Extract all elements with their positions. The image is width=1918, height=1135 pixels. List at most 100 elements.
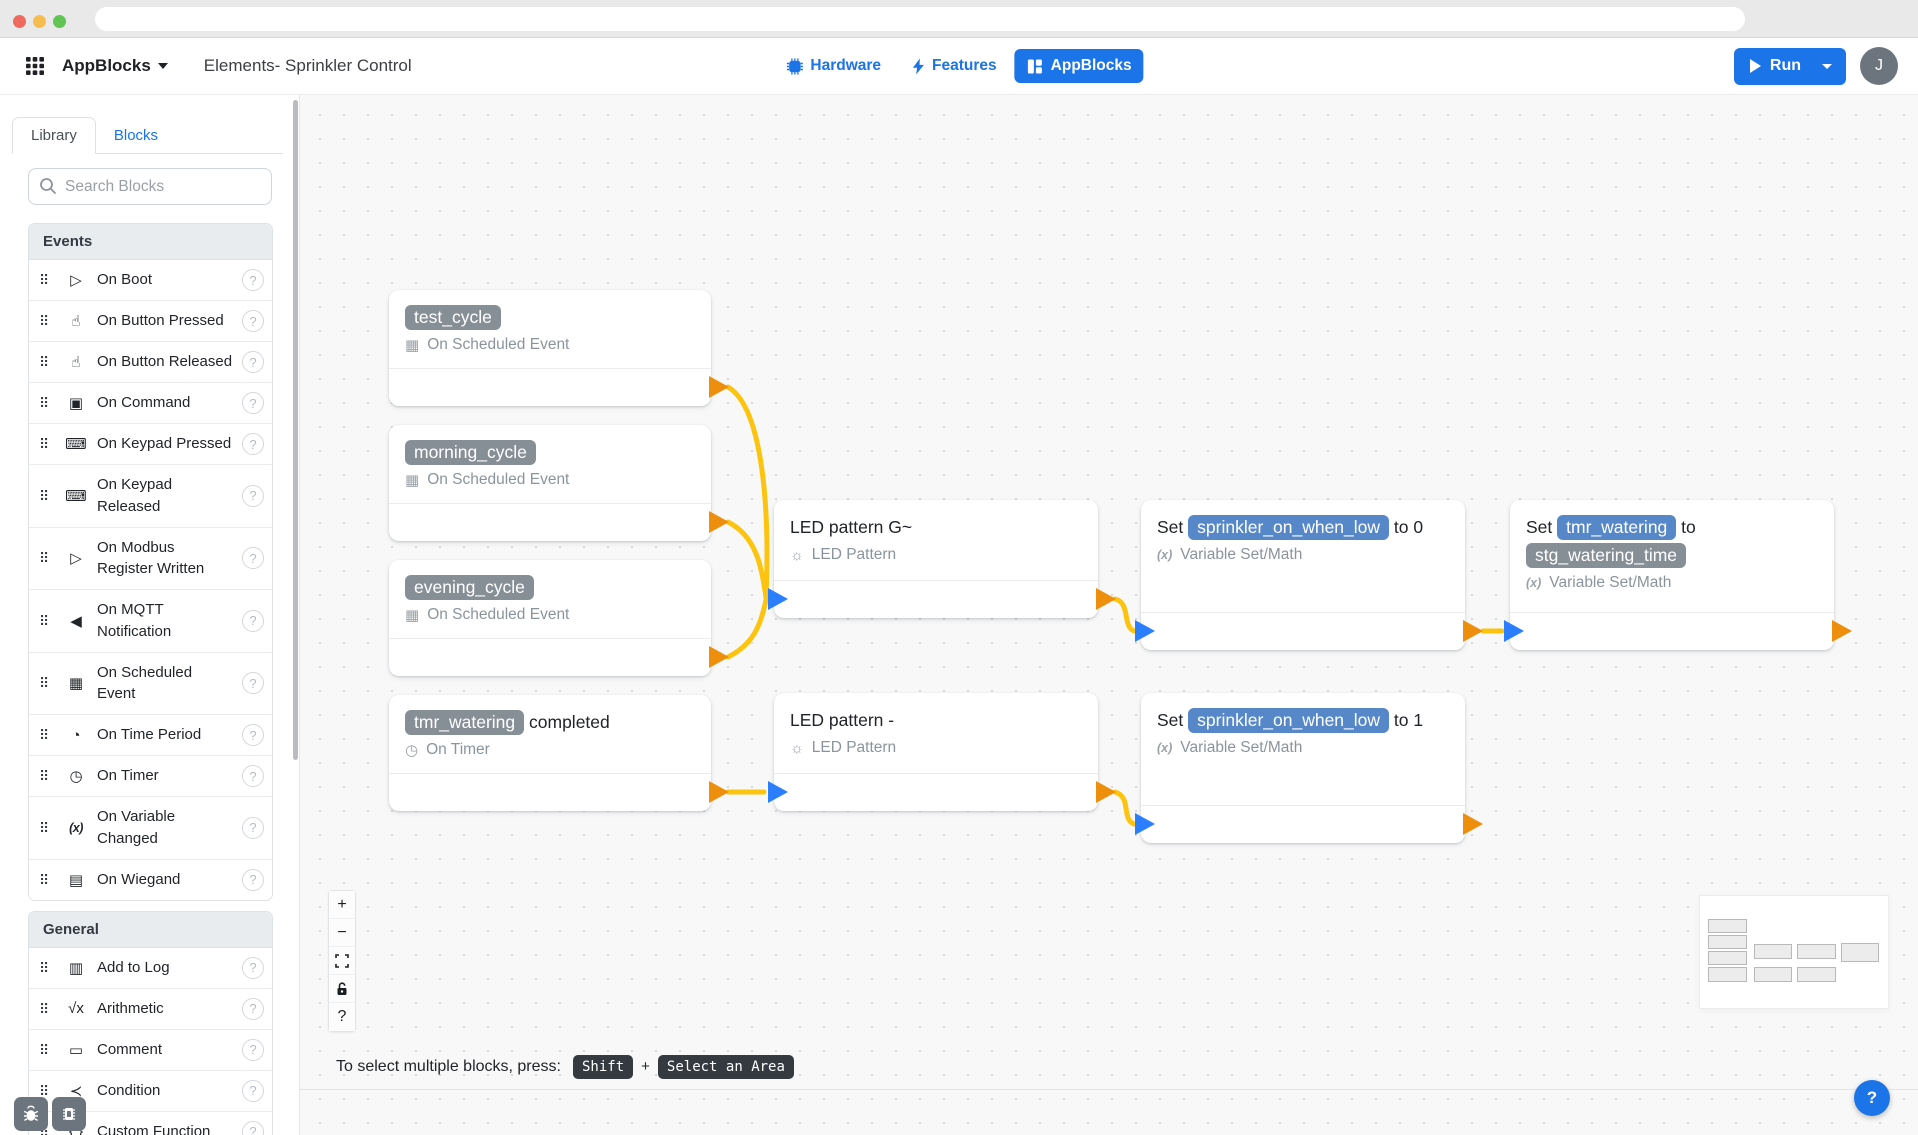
drag-handle-icon[interactable]: ⠿ [39,959,49,976]
block-evening-cycle[interactable]: evening_cycle▦On Scheduled Event [389,560,729,676]
minimap[interactable] [1700,896,1888,1008]
lock-button[interactable] [329,975,355,1003]
library-item-on-command[interactable]: ⠿▣On Command? [29,383,272,424]
item-help-icon[interactable]: ? [242,609,264,632]
zoom-in-button[interactable]: + [329,891,355,919]
drag-handle-icon[interactable]: ⠿ [39,395,49,411]
item-help-icon[interactable]: ? [242,765,264,787]
input-port-arrow-icon[interactable] [768,781,788,803]
item-help-icon[interactable]: ? [242,310,264,332]
item-help-icon[interactable]: ? [242,484,264,507]
nav-hardware[interactable]: Hardware [774,49,893,83]
sidebar-scrollbar[interactable] [293,100,298,760]
item-help-icon[interactable]: ? [242,269,264,291]
tab-blocks[interactable]: Blocks [96,118,176,153]
window-minimize-button[interactable] [33,15,46,28]
search-input[interactable] [28,168,272,205]
library-item-on-button-released[interactable]: ⠿☝On Button Released? [29,342,272,383]
drag-handle-icon[interactable]: ⠿ [39,768,49,784]
drag-handle-icon[interactable]: ⠿ [39,550,49,567]
variable-pill[interactable]: sprinkler_on_when_low [1188,515,1390,541]
library-item-add-to-log[interactable]: ⠿▥Add to Log? [29,947,272,989]
item-help-icon[interactable]: ? [242,724,264,746]
library-item-on-scheduled-event[interactable]: ⠿▦On Scheduled Event? [29,652,272,715]
canvas-help-button[interactable]: ? [329,1003,355,1031]
drag-handle-icon[interactable]: ⠿ [39,1000,49,1017]
app-grid-menu-button[interactable] [22,53,48,79]
library-item-on-button-pressed[interactable]: ⠿☝On Button Pressed? [29,301,272,342]
output-port-arrow-icon[interactable] [709,781,729,803]
library-item-comment[interactable]: ⠿▭Comment? [29,1029,272,1071]
block-led-pattern-g[interactable]: LED pattern G~☼LED Pattern [768,500,1116,618]
tab-library[interactable]: Library [12,117,96,154]
output-port-arrow-icon[interactable] [1463,620,1483,642]
zoom-out-button[interactable]: − [329,919,355,947]
run-dropdown-caret-icon[interactable] [1822,63,1832,69]
library-item-on-keypad-pressed[interactable]: ⠿⌨On Keypad Pressed? [29,424,272,465]
variable-pill[interactable]: tmr_watering [405,710,525,736]
nav-features[interactable]: Features [899,49,1009,83]
item-help-icon[interactable]: ? [242,433,264,455]
variable-pill[interactable]: stg_watering_time [1526,543,1687,569]
help-button[interactable]: ? [1854,1080,1890,1116]
variable-pill[interactable]: test_cycle [405,305,501,331]
drag-handle-icon[interactable]: ⠿ [39,727,49,743]
drag-handle-icon[interactable]: ⠿ [39,313,49,329]
library-item-on-keypad-released[interactable]: ⠿⌨On Keypad Released? [29,465,272,528]
block-morning-cycle[interactable]: morning_cycle▦On Scheduled Event [389,425,729,541]
drag-handle-icon[interactable]: ⠿ [39,675,49,692]
drag-handle-icon[interactable]: ⠿ [39,1082,49,1099]
drag-handle-icon[interactable]: ⠿ [39,1041,49,1058]
drag-handle-icon[interactable]: ⠿ [39,272,49,288]
item-help-icon[interactable]: ? [242,351,264,373]
output-port-arrow-icon[interactable] [1096,781,1116,803]
nav-appblocks[interactable]: AppBlocks [1014,49,1144,83]
library-item-on-timer[interactable]: ⠿◷On Timer? [29,756,272,797]
item-help-icon[interactable]: ? [242,997,264,1020]
item-help-icon[interactable]: ? [242,392,264,414]
url-bar[interactable] [95,7,1745,31]
output-port-arrow-icon[interactable] [709,511,729,533]
appblocks-menu[interactable]: AppBlocks [62,56,168,76]
drag-handle-icon[interactable]: ⠿ [39,487,49,504]
library-item-on-time-period[interactable]: ⠿◔On Time Period? [29,715,272,756]
user-avatar[interactable]: J [1860,47,1898,85]
output-port-arrow-icon[interactable] [709,646,729,668]
block-set-sprinkler-1[interactable]: Set sprinkler_on_when_low to 1(x)Variabl… [1135,693,1483,843]
output-port-arrow-icon[interactable] [709,376,729,398]
drag-handle-icon[interactable]: ⠿ [39,819,49,836]
item-help-icon[interactable]: ? [242,547,264,570]
library-item-on-boot[interactable]: ⠿▷On Boot? [29,260,272,301]
variable-pill[interactable]: evening_cycle [405,575,534,601]
block-tmr-watering-completed[interactable]: tmr_watering completed◷On Timer [389,695,729,811]
variable-pill[interactable]: sprinkler_on_when_low [1188,708,1390,734]
input-port-arrow-icon[interactable] [1504,620,1524,642]
run-button[interactable]: Run [1733,47,1846,85]
variable-pill[interactable]: morning_cycle [405,440,536,466]
library-item-custom-function[interactable]: ⠿{ }Custom Function? [29,1111,272,1135]
output-port-arrow-icon[interactable] [1832,620,1852,642]
drag-handle-icon[interactable]: ⠿ [39,354,49,370]
library-item-on-wiegand[interactable]: ⠿▤On Wiegand? [29,859,272,900]
output-port-arrow-icon[interactable] [1096,588,1116,610]
block-set-tmr-watering[interactable]: Set tmr_watering to stg_watering_time(x)… [1504,500,1852,650]
library-item-on-modbus-register-written[interactable]: ⠿▷On Modbus Register Written? [29,527,272,590]
block-led-pattern-dash[interactable]: LED pattern -☼LED Pattern [768,693,1116,811]
variable-pill[interactable]: tmr_watering [1557,515,1677,541]
item-help-icon[interactable]: ? [242,816,264,839]
debug-button[interactable] [14,1097,48,1131]
item-help-icon[interactable]: ? [242,868,264,891]
window-close-button[interactable] [13,15,26,28]
drag-handle-icon[interactable]: ⠿ [39,436,49,452]
drag-handle-icon[interactable]: ⠿ [39,612,49,629]
drag-handle-icon[interactable]: ⠿ [39,871,49,888]
library-item-on-variable-changed[interactable]: ⠿(x)On Variable Changed? [29,797,272,860]
output-port-arrow-icon[interactable] [1463,813,1483,835]
library-item-on-mqtt-notification[interactable]: ⠿◀On MQTT Notification? [29,590,272,653]
input-port-arrow-icon[interactable] [768,588,788,610]
item-help-icon[interactable]: ? [242,1120,264,1135]
block-set-sprinkler-0[interactable]: Set sprinkler_on_when_low to 0(x)Variabl… [1135,500,1483,650]
item-help-icon[interactable]: ? [242,672,264,695]
